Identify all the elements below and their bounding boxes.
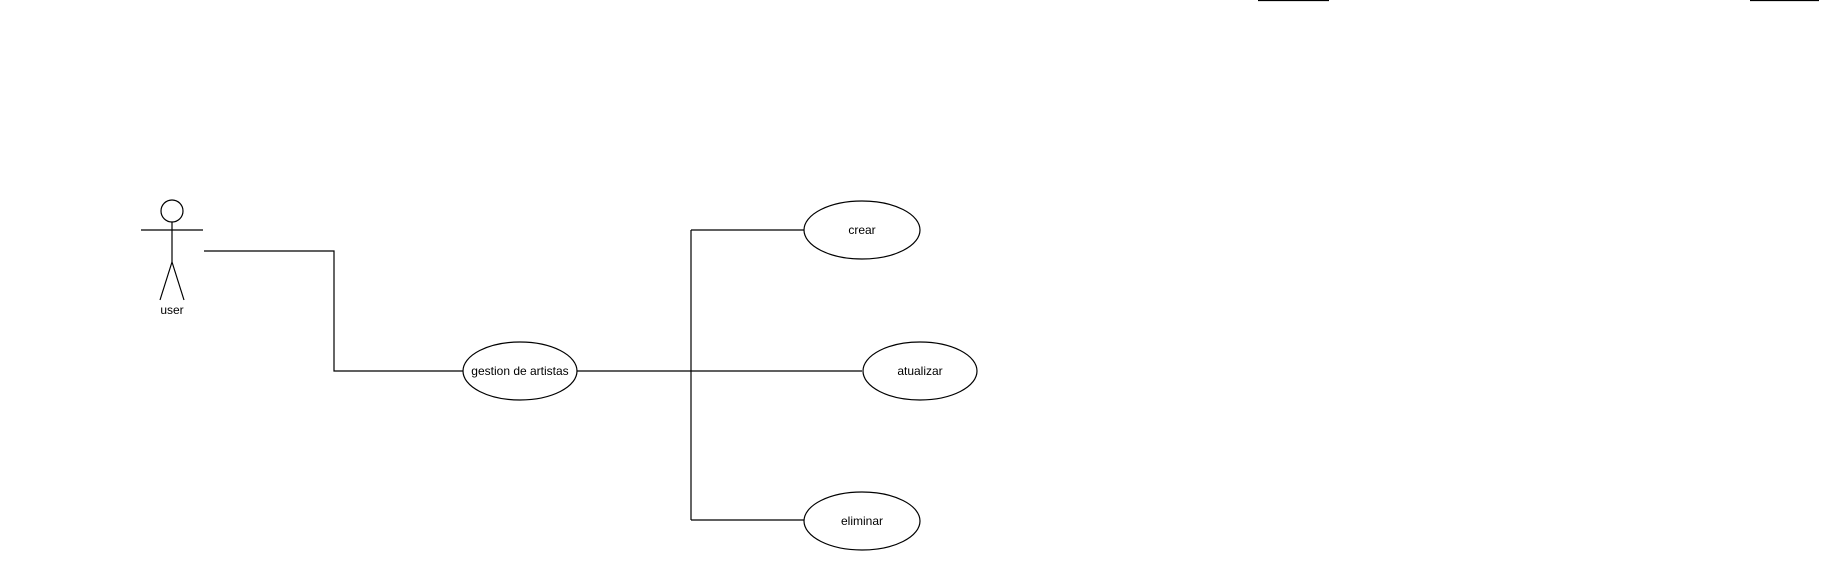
- actor-user[interactable]: user: [141, 199, 203, 317]
- use-case-ellipse: [803, 200, 921, 260]
- use-case-ellipse: [803, 491, 921, 551]
- use-case-eliminar[interactable]: eliminar: [803, 491, 921, 551]
- use-case-ellipse: [862, 341, 978, 401]
- use-case-crear[interactable]: crear: [803, 200, 921, 260]
- actor-left-leg: [159, 261, 173, 301]
- use-case-atualizar[interactable]: atualizar: [862, 341, 978, 401]
- actor-head: [160, 199, 184, 223]
- use-case-label: eliminar: [841, 514, 883, 528]
- use-case-gestion-de-artistas[interactable]: gestion de artistas: [462, 341, 578, 401]
- use-case-label: gestion de artistas: [471, 364, 568, 378]
- actor-right-leg: [171, 261, 185, 301]
- actor-label: user: [160, 303, 183, 317]
- use-case-ellipse: [462, 341, 578, 401]
- use-case-label: atualizar: [897, 364, 942, 378]
- actor-association-line: [204, 250, 463, 372]
- use-case-label: crear: [848, 223, 875, 237]
